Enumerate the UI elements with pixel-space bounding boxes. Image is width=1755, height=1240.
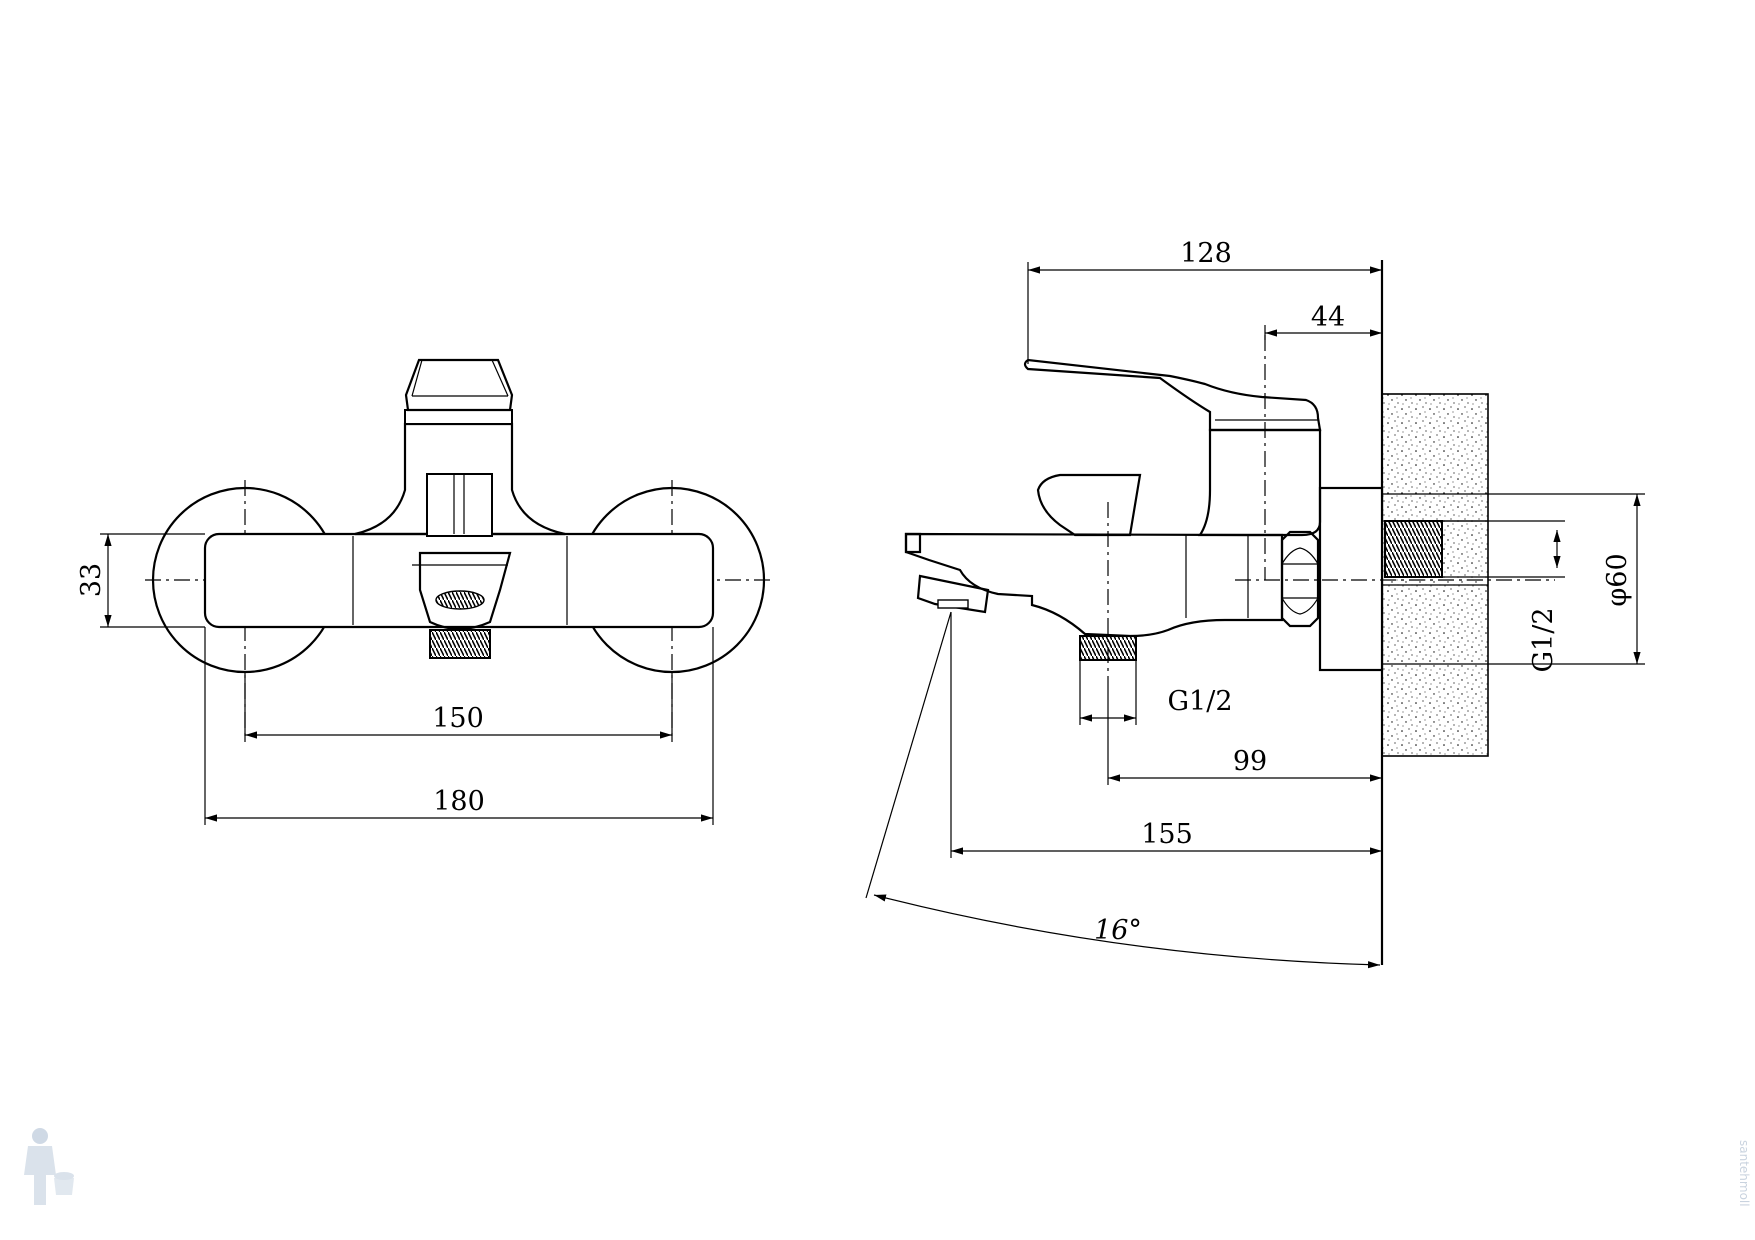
mixer-body-side [904, 532, 1284, 638]
hex-nut [1280, 530, 1320, 628]
lever-front [404, 358, 514, 412]
dim-side-outlet-offset: 99 [1233, 746, 1267, 777]
spout-outlet-front [418, 551, 512, 631]
dim-front-overall-width: 180 [433, 786, 485, 817]
spout-tip [904, 532, 922, 554]
dim-side-spout-reach: 155 [1141, 819, 1193, 850]
dim-side-flange-dia: φ60 [1602, 553, 1633, 606]
cartridge-housing-side [1197, 428, 1322, 537]
dim-front-height: 33 [76, 563, 107, 597]
lever-side [1023, 358, 1322, 432]
inlet-thread-side [1384, 520, 1443, 578]
dim-front-inner-span: 150 [432, 703, 484, 734]
outlet-thread-front [429, 629, 491, 659]
front-view: 33 150 180 [76, 358, 775, 825]
dim-side-inlet-thread: G1/2 [1528, 607, 1559, 672]
watermark-logo [24, 1128, 74, 1205]
vertical-watermark: santehmoll [1737, 1140, 1751, 1207]
mixer-body-front [203, 532, 715, 629]
dim-side-overall-depth: 128 [1180, 238, 1232, 269]
side-view: 128 44 φ60 G1/2 G1/2 99 155 16° [865, 238, 1645, 969]
diverter-knob [426, 473, 493, 537]
wall-flange [1318, 486, 1384, 672]
diverter-side [1036, 473, 1142, 537]
dim-side-lever-offset: 44 [1311, 302, 1345, 333]
dim-spout-angle: 16° [1094, 915, 1142, 946]
cartridge-housing [354, 422, 566, 536]
dim-side-outlet-thread: G1/2 [1167, 686, 1232, 717]
